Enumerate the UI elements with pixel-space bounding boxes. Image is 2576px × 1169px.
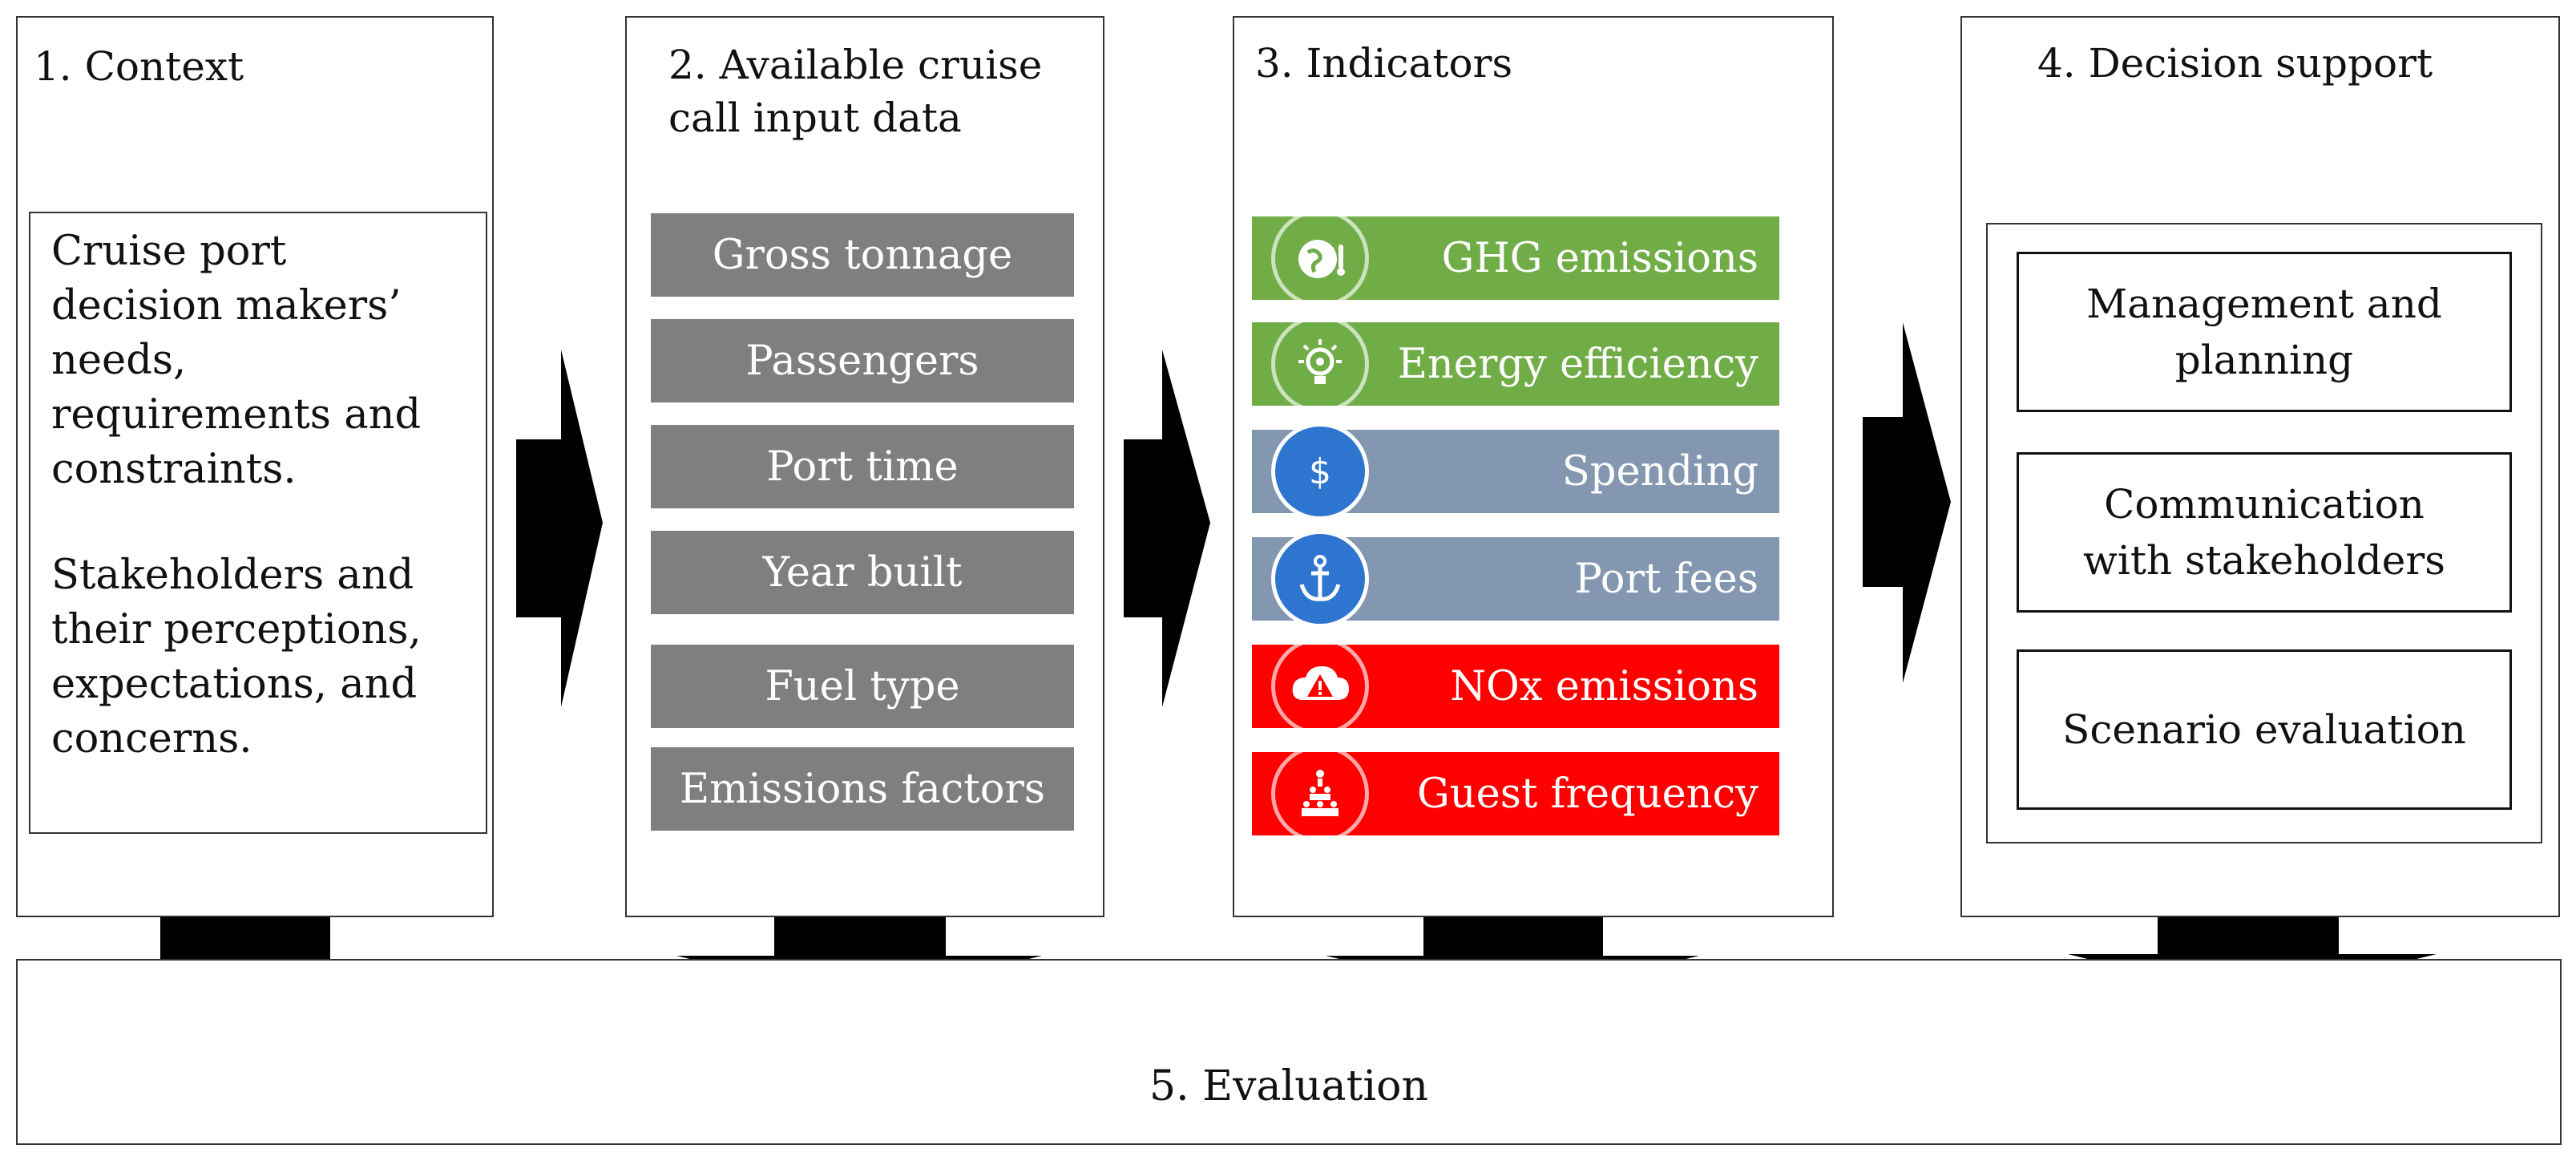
indicators-title: 3. Indicators: [1255, 40, 1513, 87]
crowd-icon: [1271, 745, 1369, 843]
dollar-icon: $: [1271, 423, 1369, 520]
indicator-spending-label: Spending: [1561, 447, 1758, 496]
lightbulb-icon: [1271, 315, 1369, 413]
decision-support-title: 4. Decision support: [2037, 40, 2433, 87]
indicator-spending: $ Spending: [1252, 423, 1779, 520]
arrow-input-to-indicators: [1124, 350, 1210, 707]
communication-stakeholders-box: Communication with stakeholders: [2017, 452, 2512, 613]
input-passengers: Passengers: [651, 319, 1074, 402]
globe-thermometer-icon: [1271, 209, 1369, 307]
context-needs-text: Cruise port decision makers’ needs, requ…: [51, 228, 422, 493]
management-planning-box: Management and planning: [2017, 252, 2512, 412]
context-stakeholders-text: Stakeholders and their perceptions, expe…: [51, 552, 422, 762]
arrow-context-to-input: [516, 350, 603, 707]
evaluation-label: 5. Evaluation: [1149, 1062, 1428, 1110]
indicator-guest-label: Guest frequency: [1417, 770, 1758, 818]
arrow-indicators-to-decision: [1863, 322, 1951, 683]
indicator-port-fees-label: Port fees: [1574, 555, 1758, 603]
input-fuel-type: Fuel type: [651, 645, 1074, 728]
context-description-box: Cruise port decision makers’ needs, requ…: [29, 212, 487, 834]
indicator-guest-frequency: Guest frequency: [1252, 745, 1779, 843]
context-title: 1. Context: [34, 43, 244, 90]
indicator-port-fees: Port fees: [1252, 530, 1779, 628]
indicator-energy-label: Energy efficiency: [1397, 340, 1758, 388]
input-year-built: Year built: [651, 531, 1074, 614]
anchor-icon: [1271, 530, 1369, 628]
input-emissions-factors: Emissions factors: [651, 747, 1074, 831]
warning-cloud-icon: [1271, 637, 1369, 735]
input-gross-tonnage: Gross tonnage: [651, 213, 1074, 297]
indicator-ghg-emissions: GHG emissions: [1252, 209, 1779, 307]
indicator-nox-emissions: NOx emissions: [1252, 637, 1779, 735]
indicator-nox-label: NOx emissions: [1450, 662, 1758, 710]
scenario-evaluation-box: Scenario evaluation: [2017, 649, 2512, 810]
indicator-energy-efficiency: Energy efficiency: [1252, 315, 1779, 413]
input-data-title: 2. Available cruise call input data: [668, 42, 1043, 141]
input-port-time: Port time: [651, 425, 1074, 508]
evaluation-panel: 5. Evaluation: [16, 959, 2562, 1145]
context-panel: 1. Context Cruise port decision makers’ …: [16, 16, 494, 917]
indicator-ghg-label: GHG emissions: [1441, 234, 1758, 282]
